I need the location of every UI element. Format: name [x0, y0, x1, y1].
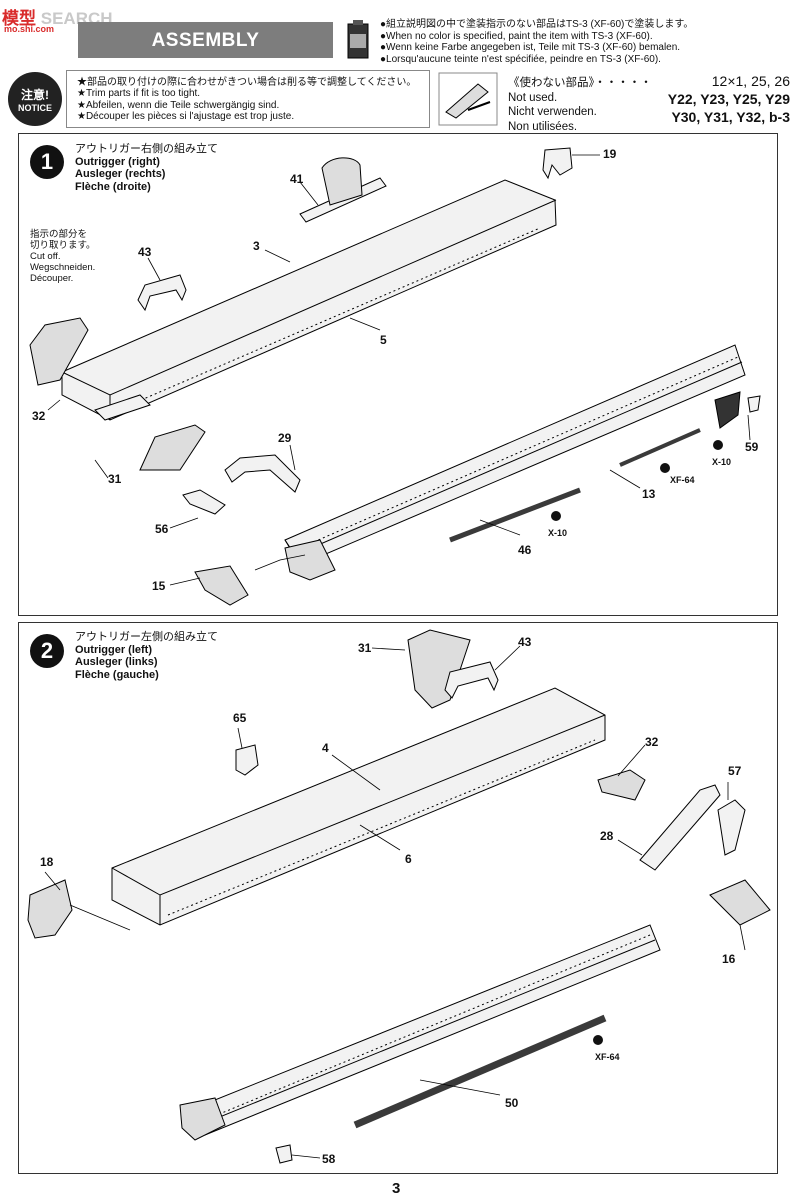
part-3-label: 3 [253, 239, 260, 253]
step1-title: アウトリガー右側の組み立て Outrigger (right) Ausleger… [75, 143, 218, 193]
paint-note-jp: ●組立説明図の中で塗装指示のない部品はTS-3 (XF-60)で塗装します。 [380, 19, 694, 30]
step2-leader-lines [44, 645, 746, 1159]
part-32-label: 32 [645, 735, 659, 749]
unused-label-en: Not used. [508, 91, 558, 104]
watermark-subtext: mo.shi.com [4, 24, 55, 34]
part-5-label: 5 [380, 333, 387, 347]
paint-x10-label: X-10 [712, 457, 732, 467]
cut-note-line: Cut off. [30, 251, 61, 262]
paint-x10-label: X-10 [548, 528, 568, 538]
notice-badge-en: NOTICE [17, 103, 52, 113]
paint-note-fr: ●Lorsqu'aucune teinte n'est spécifiée, p… [380, 53, 661, 65]
step2-title-de: Ausleger (links) [75, 656, 158, 668]
part-50-label: 50 [505, 1096, 519, 1110]
notice-line-en: ★Trim parts if fit is too tight. [77, 88, 201, 100]
paint-marker-dots [551, 440, 723, 1045]
step2-drawing [27, 629, 771, 1164]
part-16-label: 16 [722, 952, 736, 966]
step2-title-en: Outrigger (left) [75, 643, 152, 656]
notice-badge: 注意! NOTICE [8, 72, 62, 126]
part-13-label: 13 [642, 487, 656, 501]
paint-can-icon [347, 20, 369, 59]
step2-number: 2 [30, 634, 64, 668]
paint-note-en: ●When no color is specified, paint the i… [380, 30, 653, 42]
cut-off-note: 指示の部分を 切り取ります。 Cut off. Wegschneiden. Dé… [30, 229, 96, 284]
part-43-label: 43 [518, 635, 532, 649]
unused-label-jp: 《使わない部品》・・・・・ [508, 77, 652, 89]
part-28-label: 28 [600, 829, 614, 843]
step1-title-en: Outrigger (right) [75, 155, 160, 168]
step2-title: アウトリガー左側の組み立て Outrigger (left) Ausleger … [75, 631, 218, 681]
part-6-label: 6 [405, 852, 412, 866]
part-31-label: 31 [108, 472, 122, 486]
notice-box: ★部品の取り付けの際に合わせがきつい場合は削る等で調整してください。 ★Trim… [66, 70, 430, 128]
assembly-title: ASSEMBLY [151, 30, 260, 51]
cut-note-line: Wegschneiden. [30, 262, 96, 273]
part-43-label: 43 [138, 245, 152, 259]
paint-xf64-label: XF-64 [670, 475, 695, 485]
cut-note-line: 指示の部分を [30, 229, 88, 240]
page-number: 3 [392, 1180, 401, 1197]
part-4-label: 4 [322, 741, 329, 755]
part-57-label: 57 [728, 764, 742, 778]
part-41-label: 41 [290, 172, 304, 186]
step2-rod [353, 1014, 607, 1129]
notice-line-jp: ★部品の取り付けの際に合わせがきつい場合は削る等で調整してください。 [77, 77, 417, 88]
step1-number: 1 [30, 145, 64, 179]
part-18-label: 18 [40, 855, 54, 869]
part-46-label: 46 [518, 543, 532, 557]
part-31-label: 31 [358, 641, 372, 655]
part-19-label: 19 [603, 147, 617, 161]
cut-note-line: 切り取ります。 [30, 240, 96, 251]
unused-label-de: Nicht verwenden. [508, 106, 597, 118]
part-59-label: 59 [745, 440, 759, 454]
cut-note-line: Découper. [30, 273, 74, 284]
unused-parts-list: 12×1, 25, 26 Y22, Y23, Y25, Y29 Y30, Y31… [650, 72, 790, 126]
step1-panel [18, 133, 778, 616]
unused-parts-row: Y30, Y31, Y32, b-3 [671, 109, 790, 125]
notice-line-de: ★Abfeilen, wenn die Teile schwergängig s… [77, 99, 280, 111]
part-29-label: 29 [278, 431, 292, 445]
notice-badge-jp: 注意! [21, 88, 49, 102]
unused-parts-labels: 《使わない部品》・・・・・ Not used. Nicht verwenden.… [508, 76, 652, 134]
part-56-label: 56 [155, 522, 169, 536]
paint-xf64-label: XF-64 [595, 1052, 620, 1062]
step1-title-fr: Flèche (droite) [75, 180, 151, 193]
step1-rods [449, 428, 701, 543]
step1-drawing [29, 147, 761, 606]
notice-line-fr: ★Découper les pièces si l'ajustage est t… [77, 111, 295, 123]
paint-instructions: ●組立説明図の中で塗装指示のない部品はTS-3 (XF-60)で塗装します。 ●… [380, 19, 693, 65]
unused-parts-row: Y22, Y23, Y25, Y29 [667, 91, 790, 107]
step2-title-jp: アウトリガー左側の組み立て [75, 631, 218, 643]
unused-parts-row: 12×1, 25, 26 [711, 73, 790, 89]
step2-panel [18, 622, 778, 1174]
paint-note-de: ●Wenn keine Farbe angegeben ist, Teile m… [380, 42, 681, 53]
part-58-label: 58 [322, 1152, 336, 1166]
assembly-banner: ASSEMBLY [78, 22, 333, 58]
step1-leader-lines [47, 154, 751, 586]
unused-label-fr: Non utilisées. [508, 120, 578, 133]
part-15-label: 15 [152, 579, 166, 593]
step2-title-fr: Flèche (gauche) [75, 668, 159, 681]
part-65-label: 65 [233, 711, 247, 725]
trim-part-icon [438, 72, 498, 126]
step1-title-jp: アウトリガー右側の組み立て [75, 143, 218, 155]
part-32-label: 32 [32, 409, 46, 423]
step1-title-de: Ausleger (rechts) [75, 168, 166, 180]
